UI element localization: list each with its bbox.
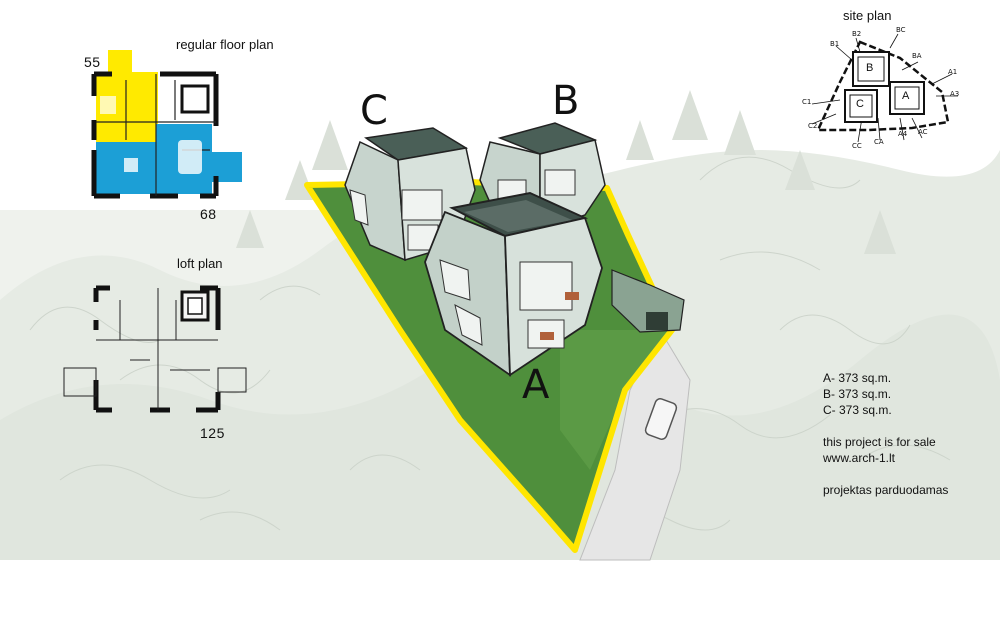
car: [644, 398, 678, 440]
floor-plan-number-top: 55: [84, 54, 101, 70]
site-building-label: C: [856, 98, 864, 110]
area-a-text: A- 373 sq.m.: [823, 371, 892, 385]
site-label: BC: [896, 26, 906, 34]
site-plan-title: site plan: [843, 8, 892, 23]
area-c-text: C- 373 sq.m.: [823, 403, 892, 417]
loft-plan-number: 125: [200, 425, 225, 441]
site-label: BA: [912, 52, 922, 60]
site-plan: [811, 33, 958, 143]
building-a: [424, 191, 603, 377]
website-link[interactable]: www.arch-1.lt: [823, 451, 896, 465]
site-label: AC: [918, 128, 928, 136]
sale-text: this project is for sale: [823, 435, 936, 449]
building-c: [344, 127, 476, 262]
site-label: C2: [808, 122, 818, 130]
building-c-label: C: [360, 88, 388, 134]
loft-plan-title: loft plan: [177, 256, 223, 271]
garage: [611, 269, 685, 333]
site-label: B1: [830, 40, 840, 48]
site-building-label: A: [902, 90, 910, 102]
site-label: CC: [852, 142, 862, 150]
regular-floor-plan-title: regular floor plan: [176, 37, 274, 52]
regular-floor-plan: [91, 50, 242, 199]
site-label: CA: [874, 138, 884, 146]
building-a-label: A: [522, 362, 550, 408]
site-label: B2: [852, 30, 862, 38]
building-b-label: B: [552, 78, 580, 124]
floor-plan-number-bottom: 68: [200, 206, 217, 222]
site-label: A3: [950, 90, 960, 98]
site-label: A1: [948, 68, 958, 76]
sale-text-lt: projektas parduodamas: [823, 483, 949, 497]
site-label: C1: [802, 98, 812, 106]
site-building-label: B: [866, 62, 874, 74]
site-label: A4: [898, 130, 908, 138]
loft-plan: [63, 285, 247, 413]
area-b-text: B- 373 sq.m.: [823, 387, 892, 401]
road: [579, 328, 691, 561]
